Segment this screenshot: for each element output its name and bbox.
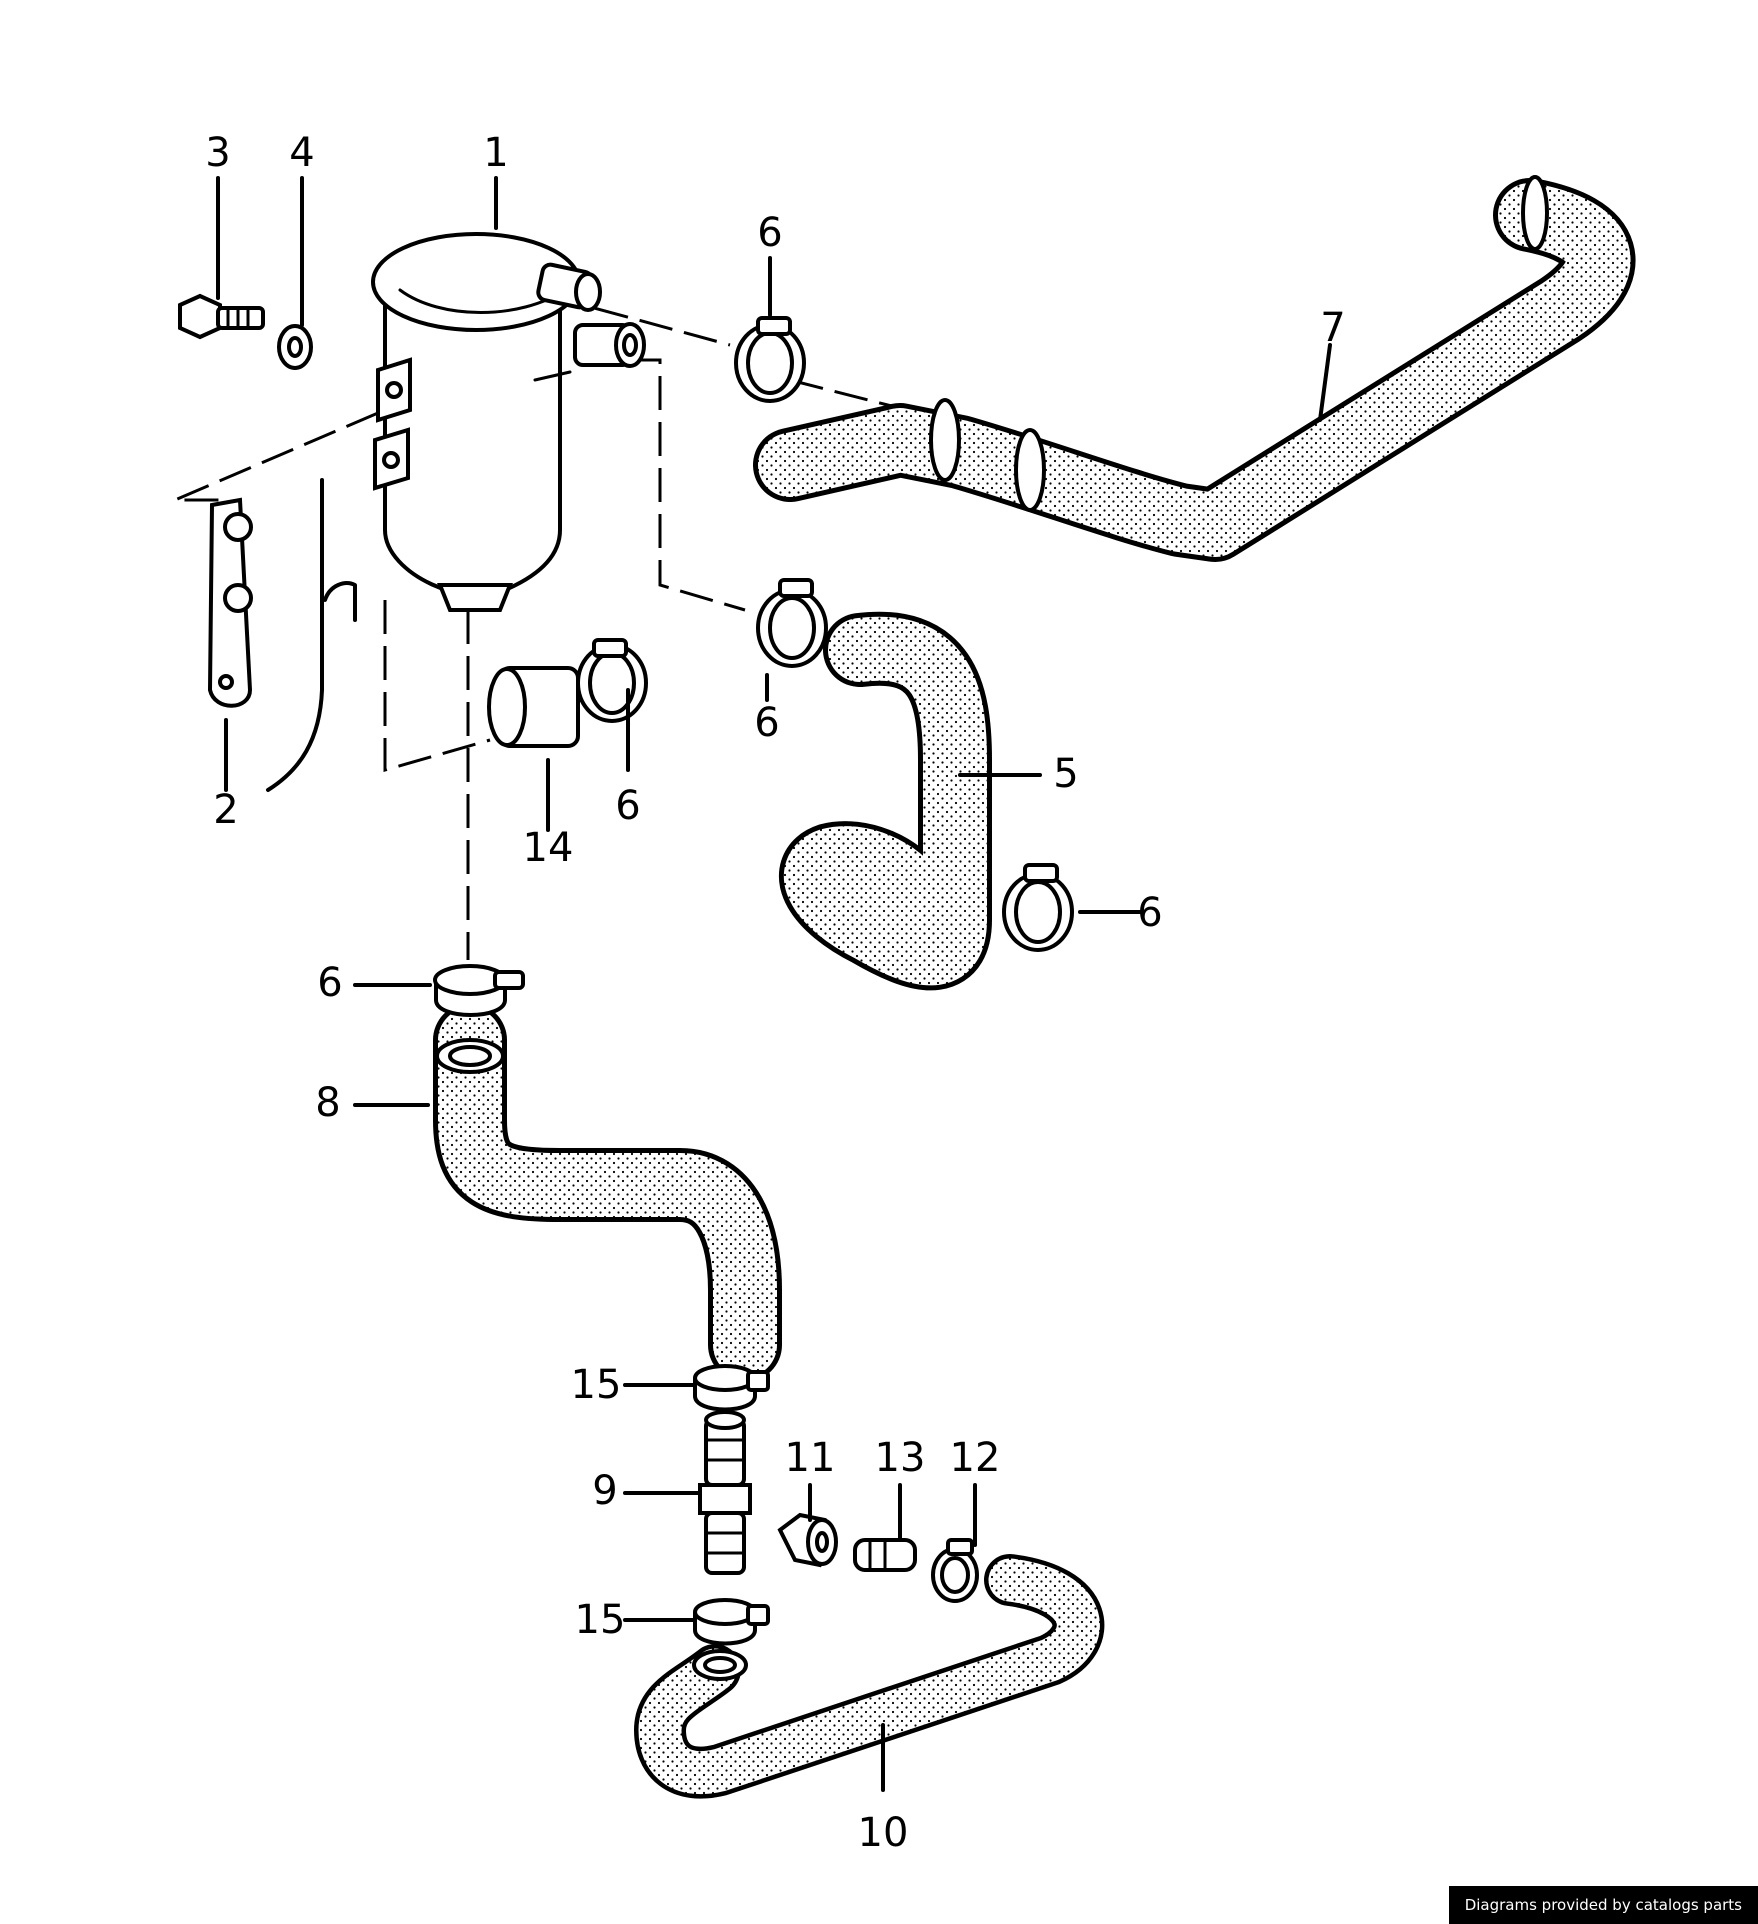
assembly-guide-lines	[174, 270, 916, 960]
bolt-3	[178, 293, 265, 340]
fitting-13	[853, 1538, 917, 1572]
callout-7: 7	[1320, 305, 1345, 351]
hose-5	[779, 611, 992, 991]
hose-clamp-15-bottom	[693, 1598, 770, 1646]
bracket-2	[207, 478, 357, 792]
hose-clamp-6-left	[576, 638, 648, 723]
callout-6-left: 6	[615, 783, 640, 829]
callout-14: 14	[523, 825, 574, 871]
hose-clamp-6-top	[734, 316, 806, 403]
callout-9: 9	[592, 1468, 617, 1514]
leader-lines	[216, 176, 1332, 1792]
nut-11	[777, 1512, 838, 1568]
callout-10: 10	[858, 1810, 909, 1856]
callout-11: 11	[785, 1435, 836, 1481]
short-hose-14	[487, 666, 580, 748]
callout-2: 2	[213, 787, 238, 833]
callout-6-mid: 6	[754, 700, 779, 746]
washer-4	[277, 324, 313, 370]
callout-3: 3	[205, 130, 230, 176]
hose-clamp-15-top	[693, 1364, 770, 1412]
callout-5: 5	[1053, 751, 1078, 797]
callout-6-bottom: 6	[317, 960, 342, 1006]
hose-10	[634, 1554, 1105, 1799]
hose-8	[433, 1003, 782, 1382]
connector-9	[698, 1410, 752, 1575]
hose-clamp-6-right	[1002, 863, 1074, 952]
callout-labels: 1 2 3 4 5 6 6 6 6 6 7 8 9 10 11 12 13 14…	[205, 130, 1345, 1856]
hose-clamp-6-bottom	[433, 964, 525, 1017]
callout-12: 12	[950, 1435, 1001, 1481]
callout-4: 4	[289, 130, 314, 176]
credit-badge: Diagrams provided by catalogs parts	[1448, 1886, 1758, 1924]
hose-clamp-12	[931, 1538, 979, 1603]
callout-13: 13	[875, 1435, 926, 1481]
callout-15-top: 15	[571, 1362, 622, 1408]
callout-6-top: 6	[757, 210, 782, 256]
callout-1: 1	[483, 130, 508, 176]
callout-8: 8	[315, 1080, 340, 1126]
hose-clamp-6-mid	[756, 578, 828, 668]
hose-7	[753, 175, 1636, 562]
callout-15-bottom: 15	[575, 1597, 626, 1643]
oil-separator-1	[371, 232, 646, 612]
callout-6-right: 6	[1137, 890, 1162, 936]
